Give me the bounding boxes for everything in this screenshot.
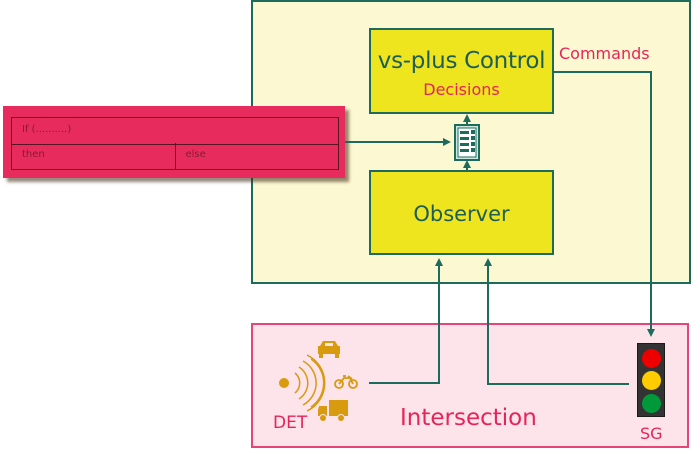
detector-signal-icon bbox=[279, 354, 326, 412]
detector-label: DET bbox=[273, 413, 308, 433]
green-lamp bbox=[642, 394, 661, 413]
rule-condition-text: If (..........) bbox=[22, 124, 72, 135]
commands-arrow bbox=[554, 71, 655, 337]
observer-title: Observer bbox=[413, 202, 510, 226]
truck-icon bbox=[318, 400, 348, 422]
rule-engine-icon[interactable] bbox=[454, 124, 480, 161]
car-icon bbox=[318, 341, 340, 358]
traffic-light-icon bbox=[637, 343, 665, 417]
control-title: vs-plus Control bbox=[377, 48, 546, 74]
rule-then-cell[interactable]: then bbox=[12, 143, 175, 169]
vs-plus-control-box[interactable]: vs-plus Control Decisions bbox=[369, 28, 554, 114]
observer-box[interactable]: Observer bbox=[369, 170, 554, 255]
commands-label: Commands bbox=[559, 44, 650, 63]
signal-group-label: SG bbox=[640, 424, 663, 443]
yellow-lamp bbox=[642, 371, 661, 390]
motorcycle-icon bbox=[334, 375, 358, 389]
rule-branch-row: then else bbox=[11, 143, 339, 170]
rule-table[interactable]: If (..........) then else bbox=[3, 106, 345, 178]
rule-else-cell[interactable]: else bbox=[174, 143, 339, 169]
intersection-label: Intersection bbox=[400, 405, 537, 431]
rule-else-text: else bbox=[185, 149, 206, 160]
control-subtitle: Decisions bbox=[423, 80, 500, 99]
red-lamp bbox=[642, 349, 661, 368]
rule-then-text: then bbox=[22, 149, 45, 160]
signal-to-observer-arrow bbox=[484, 258, 629, 385]
detector-to-observer-arrow bbox=[369, 258, 443, 384]
